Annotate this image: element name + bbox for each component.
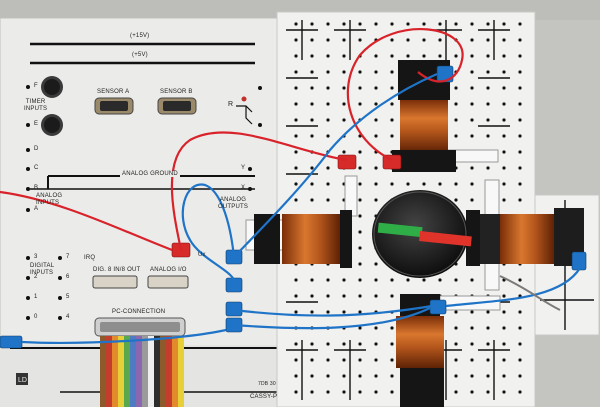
timer-socket-f <box>41 76 63 98</box>
part-number: 7DB 30 <box>258 381 276 387</box>
sensor-a-connector <box>94 97 134 115</box>
digit-6: 6 <box>66 274 70 280</box>
rail-plus5-label: (+5V) <box>132 52 148 58</box>
letter-e: E <box>34 121 39 127</box>
red-wire-top-loop <box>346 28 464 161</box>
letter-b: B <box>34 185 39 191</box>
blue-wire-left-loop <box>181 183 236 281</box>
irq-label: IRQ <box>84 255 96 261</box>
rotor-disc <box>372 190 472 278</box>
timer-inputs-label: TIMER INPUTS <box>24 99 48 112</box>
dig-in-out-label: DIG. 8 IN/8 OUT <box>93 267 141 273</box>
letter-a: A <box>34 206 39 212</box>
analog-outputs-label: ANALOG OUTPUTS <box>218 197 249 210</box>
ld-logo <box>16 373 28 385</box>
sensor-a-label: SENSOR A <box>97 89 130 95</box>
sensor-b-label: SENSOR B <box>160 89 193 95</box>
coil-right <box>466 208 584 266</box>
analog-io-label: ANALOG I/O <box>150 267 187 273</box>
digit-7: 7 <box>66 254 70 260</box>
digit-4: 4 <box>66 314 70 320</box>
coil-left <box>254 210 352 268</box>
analog-ground-label: ANALOG GROUND <box>120 171 180 177</box>
digit-0: 0 <box>34 314 38 320</box>
model-label: CASSY-P <box>250 394 278 400</box>
digit-3: 3 <box>34 254 38 260</box>
dig-in-out-socket <box>92 275 138 289</box>
ux-label: Ux <box>198 252 206 258</box>
coil-top <box>392 60 456 172</box>
digit-2: 2 <box>34 274 38 280</box>
ribbon-cable <box>100 336 184 407</box>
coil-bottom <box>396 294 444 407</box>
rail-plus15-label: (+15V) <box>130 33 150 39</box>
svg-text:LD: LD <box>18 377 27 384</box>
digit-5: 5 <box>66 294 70 300</box>
digital-inputs-label: DIGITAL INPUTS <box>30 263 55 276</box>
analog-inputs-label: ANALOG INPUTS <box>36 193 63 206</box>
pc-connection-label: PC-CONNECTION <box>112 309 166 315</box>
timer-socket-e <box>41 114 63 136</box>
letter-d: D <box>34 146 39 152</box>
letter-f: F <box>34 83 38 89</box>
analog-io-socket <box>147 275 189 289</box>
digit-1: 1 <box>34 294 38 300</box>
sensor-b-connector <box>157 97 197 115</box>
letter-x: X <box>241 185 246 191</box>
letter-y: Y <box>241 165 246 171</box>
letter-c: C <box>34 165 39 171</box>
letter-r: R <box>228 101 234 108</box>
red-wire-analog <box>170 131 347 251</box>
